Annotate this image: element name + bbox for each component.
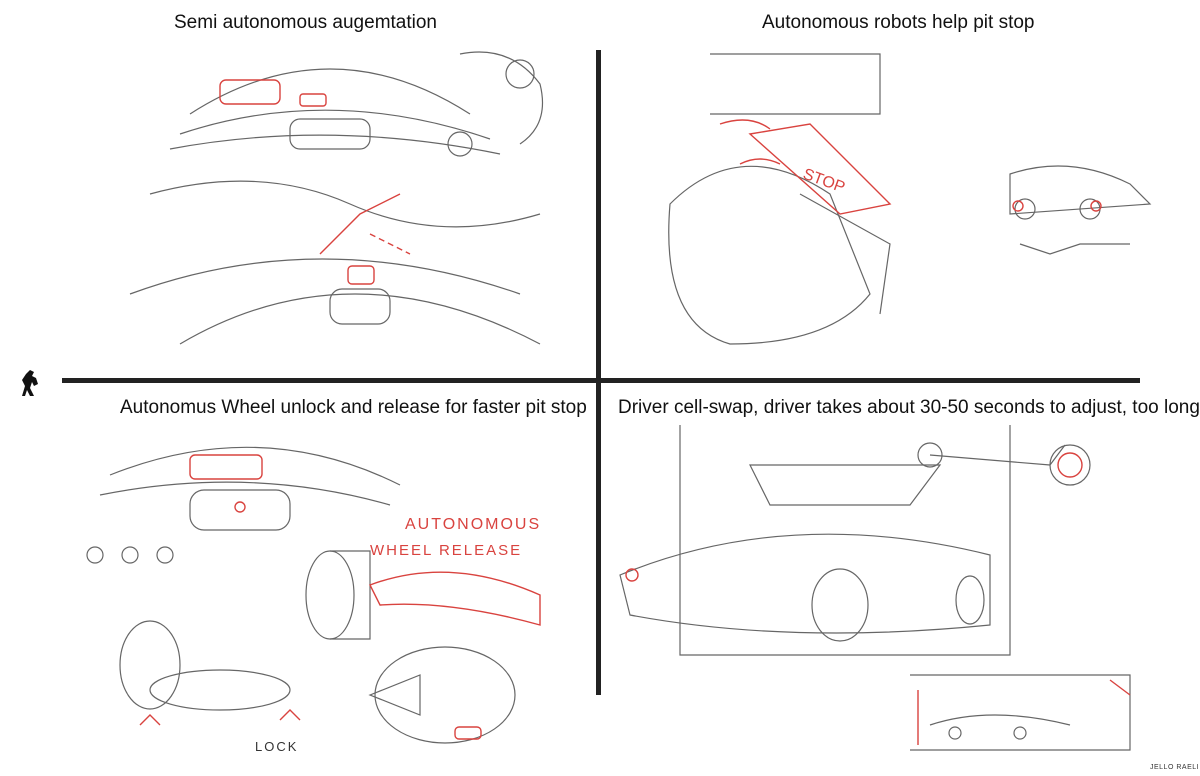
wheel-release-label: WHEEL RELEASE xyxy=(370,542,522,559)
pit-stop-sign-label: STOP xyxy=(801,166,847,197)
quadrant-title-bottom-left: Autonomus Wheel unlock and release for f… xyxy=(120,397,587,418)
horizontal-divider xyxy=(62,378,1140,383)
sketch-wheel-release: AUTONOMOUS WHEEL RELEASE LOCK xyxy=(70,425,590,765)
quadrant-title-top-right: Autonomous robots help pit stop xyxy=(762,12,1035,33)
lock-label: LOCK xyxy=(255,739,298,754)
sketch-cockpit-augmentation xyxy=(120,44,590,364)
autonomous-label: AUTONOMOUS xyxy=(405,516,541,533)
sketch-driver-cell-swap xyxy=(610,425,1190,765)
quadrant-title-top-left: Semi autonomous augemtation xyxy=(174,12,437,33)
sketch-pit-stop-robots: STOP xyxy=(650,44,1180,364)
quadrant-title-bottom-right: Driver cell-swap, driver takes about 30-… xyxy=(618,397,1200,418)
vertical-divider xyxy=(596,50,601,695)
artist-signature: JELLO RAELI xyxy=(1150,764,1200,771)
prancing-horse-logo-icon xyxy=(16,366,44,398)
